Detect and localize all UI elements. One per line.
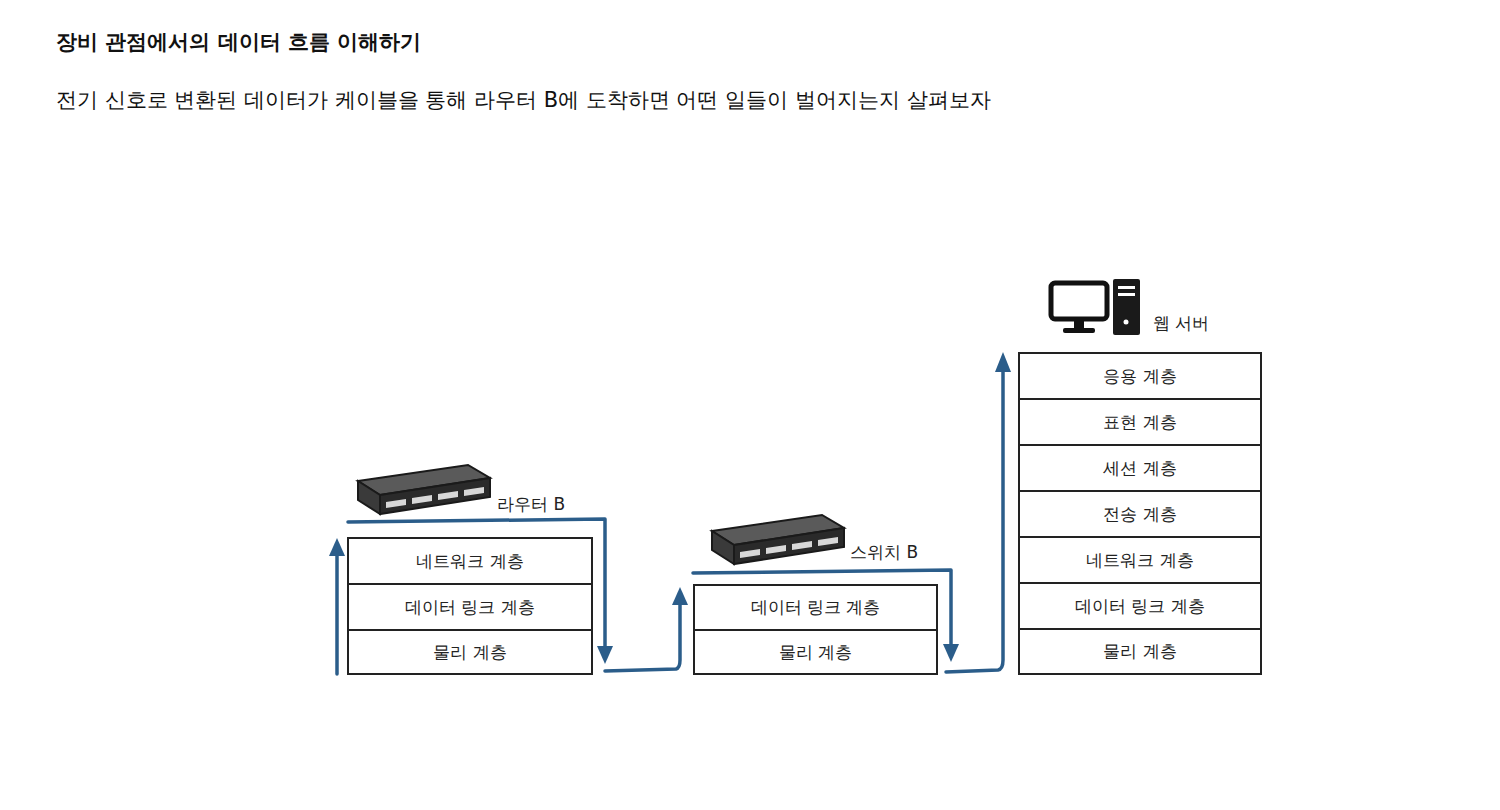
- layer-box: 네트워크 계층: [1018, 536, 1262, 584]
- flow-arrows: [337, 370, 1003, 674]
- layer-box: 데이터 링크 계층: [347, 583, 593, 631]
- device-label: 스위치 B: [850, 541, 918, 564]
- layer-box: 데이터 링크 계층: [1018, 582, 1262, 630]
- arrow-heads: [329, 352, 1011, 664]
- page-title: 장비 관점에서의 데이터 흐름 이해하기: [56, 28, 421, 56]
- layer-box: 응용 계층: [1018, 352, 1262, 400]
- layer-box: 세션 계층: [1018, 444, 1262, 492]
- layer-box: 데이터 링크 계층: [693, 584, 938, 631]
- layer-name: 물리 계층: [433, 641, 506, 664]
- layer-box: 물리 계층: [693, 629, 938, 675]
- layer-name: 전송 계층: [1103, 503, 1176, 526]
- layer-box: 전송 계층: [1018, 490, 1262, 538]
- layer-name: 데이터 링크 계층: [1075, 595, 1205, 618]
- layer-box: 표현 계층: [1018, 398, 1262, 446]
- switch-icon: [712, 515, 844, 564]
- layer-name: 네트워크 계층: [1086, 549, 1193, 572]
- layer-name: 세션 계층: [1103, 457, 1176, 480]
- layer-name: 응용 계층: [1103, 365, 1176, 388]
- layer-name: 물리 계층: [779, 641, 852, 664]
- layer-name: 표현 계층: [1103, 411, 1176, 434]
- layer-box: 네트워크 계층: [347, 537, 593, 585]
- router-icon: [358, 465, 490, 514]
- layer-box: 물리 계층: [1018, 628, 1262, 675]
- computer-icon: [1051, 279, 1140, 335]
- device-label: 라우터 B: [497, 493, 565, 516]
- layer-name: 데이터 링크 계층: [751, 596, 881, 619]
- layer-box: 물리 계층: [347, 629, 593, 675]
- layer-name: 네트워크 계층: [416, 550, 523, 573]
- device-label: 웹 서버: [1153, 312, 1209, 335]
- layer-name: 데이터 링크 계층: [405, 596, 535, 619]
- layer-name: 물리 계층: [1103, 640, 1176, 663]
- page-caption: 전기 신호로 변환된 데이터가 케이블을 통해 라우터 B에 도착하면 어떤 일…: [56, 86, 991, 114]
